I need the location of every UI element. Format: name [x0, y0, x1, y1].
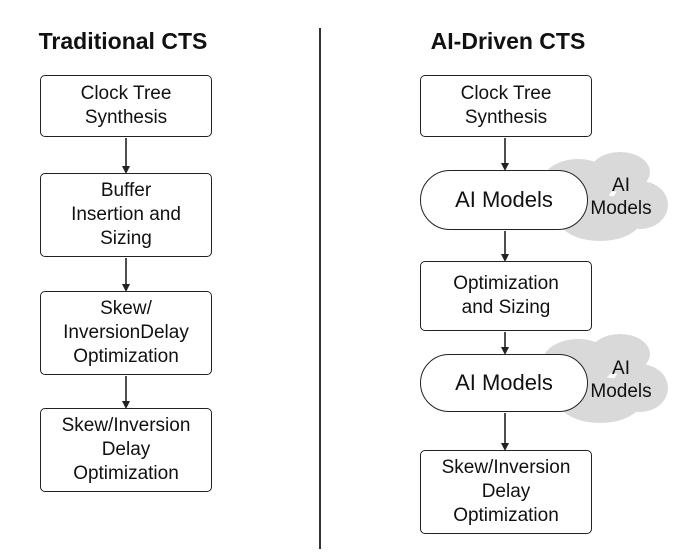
right-step-skew-inversion-delay: Skew/Inversion Delay Optimization [420, 450, 592, 534]
ai-driven-cts-title: AI-Driven CTS [430, 28, 586, 54]
right-step-ai-models-2: AI Models [420, 354, 588, 412]
cloud-label-1: AI Models [590, 175, 652, 219]
right-step-clock-tree-synthesis: Clock Tree Synthesis [420, 75, 592, 137]
cloud-label-2: AI Models [590, 358, 652, 402]
traditional-cts-title: Traditional CTS [38, 28, 208, 54]
left-step-skew-inversiondelay: Skew/ InversionDelay Optimization [40, 291, 212, 375]
left-step-buffer-insertion: Buffer Insertion and Sizing [40, 173, 212, 257]
left-step-clock-tree-synthesis: Clock Tree Synthesis [40, 75, 212, 137]
right-step-optimization-sizing: Optimization and Sizing [420, 261, 592, 331]
left-step-skew-inversion-delay: Skew/Inversion Delay Optimization [40, 408, 212, 492]
column-divider [319, 28, 321, 549]
